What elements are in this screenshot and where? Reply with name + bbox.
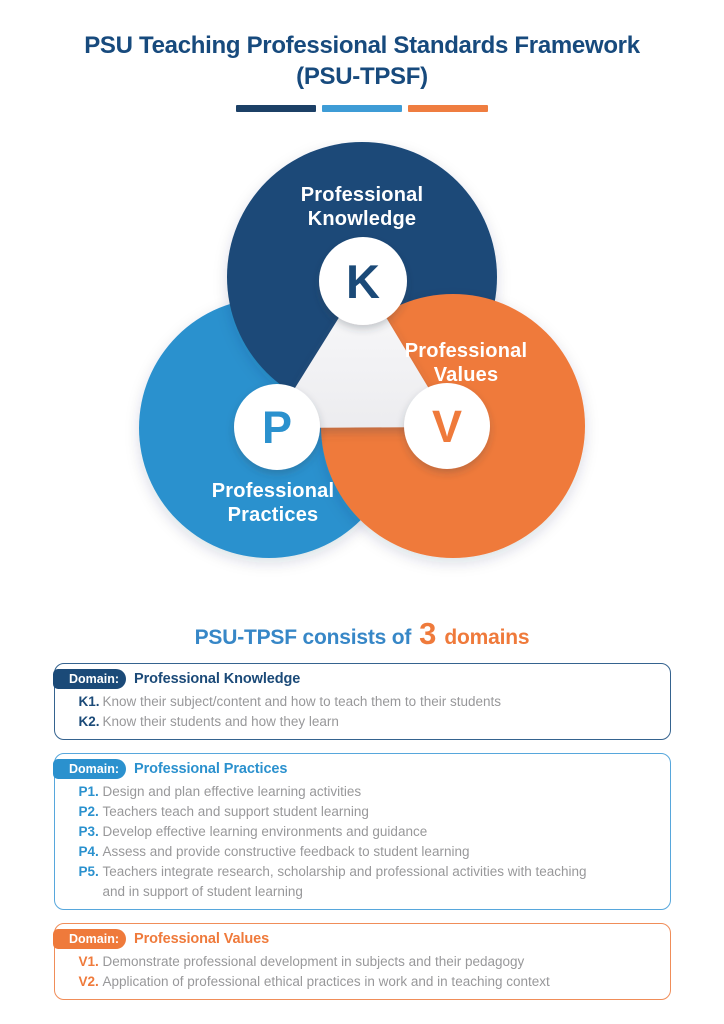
item-text: Teachers teach and support student learn… [102,804,369,819]
title-line2: (PSU-TPSF) [296,63,428,90]
label-values-line2: Values [434,364,499,386]
label-values-line1: Professional [405,340,527,362]
item-text: Application of professional ethical prac… [102,974,550,989]
list-item: K2. Know their students and how they lea… [55,712,670,732]
item-code: V1. [78,954,99,969]
domain-box-knowledge: Domain: Professional Knowledge K1. Know … [53,663,671,740]
badge-p [234,384,320,470]
domains-heading-count: 3 [419,616,437,651]
item-text: Know their students and how they learn [102,714,339,729]
label-knowledge-line1: Professional [301,184,423,206]
title-divider [0,105,724,112]
divider-bar-navy [236,105,316,112]
item-code: P3. [78,824,99,839]
list-item: P1. Design and plan effective learning a… [55,782,670,802]
domains-heading-suffix: domains [444,626,530,649]
domain-pill: Domain: [53,929,126,949]
domains-heading-prefix: PSU-TPSF consists of [194,626,412,649]
item-text: Develop effective learning environments … [102,824,428,839]
label-practices-line2: Practices [228,504,319,526]
item-text: Assess and provide constructive feedback… [102,844,470,859]
badge-k [319,237,407,325]
center-triangle [270,279,452,428]
domain-list: Domain: Professional Knowledge K1. Know … [53,663,671,1000]
item-text: Demonstrate professional development in … [102,954,525,969]
item-code: V2. [78,974,99,989]
domain-title: Professional Values [134,931,270,947]
venn-letter-k: K [346,255,380,308]
item-code: P1. [78,784,99,799]
item-code: P2. [78,804,99,819]
list-item: V2. Application of professional ethical … [55,972,670,992]
domain-pill: Domain: [53,669,126,689]
divider-bar-blue [322,105,402,112]
domain-header: Domain: Professional Practices [53,759,670,779]
venn-letter-v: V [432,401,462,452]
list-item: K1. Know their subject/content and how t… [55,692,670,712]
item-text: Design and plan effective learning activ… [102,784,362,799]
label-knowledge-line2: Knowledge [308,208,416,230]
domains-heading: PSU-TPSF consists of 3 domains [0,616,724,656]
venn-diagram: K P V Professional Knowledge Professiona… [0,140,724,610]
item-text: Know their subject/content and how to te… [102,694,502,709]
venn-letter-p: P [262,402,292,453]
list-item: V1. Demonstrate professional development… [55,952,670,972]
divider-bar-orange [408,105,488,112]
domain-pill: Domain: [53,759,126,779]
domain-title: Professional Practices [134,761,288,777]
domain-header: Domain: Professional Knowledge [53,669,670,689]
list-item: P2. Teachers teach and support student l… [55,802,670,822]
domain-box-practices: Domain: Professional Practices P1. Desig… [53,753,671,910]
label-practices-line1: Professional [212,480,334,502]
venn-svg: K P V Professional Knowledge Professiona… [139,142,585,558]
domain-title: Professional Knowledge [134,671,301,687]
list-item: P3. Develop effective learning environme… [55,822,670,842]
page-title: PSU Teaching Professional Standards Fram… [0,0,724,92]
item-text: Teachers integrate research, scholarship… [102,864,587,899]
badge-v [404,383,490,469]
domain-box-values: Domain: Professional Values V1. Demonstr… [53,923,671,1000]
title-line1: PSU Teaching Professional Standards Fram… [84,32,640,59]
item-code: P5. [78,864,99,879]
item-code: K2. [78,714,100,729]
list-item: P5. Teachers integrate research, scholar… [55,862,670,902]
item-code: P4. [78,844,99,859]
list-item: P4. Assess and provide constructive feed… [55,842,670,862]
item-code: K1. [78,694,100,709]
domain-header: Domain: Professional Values [53,929,670,949]
